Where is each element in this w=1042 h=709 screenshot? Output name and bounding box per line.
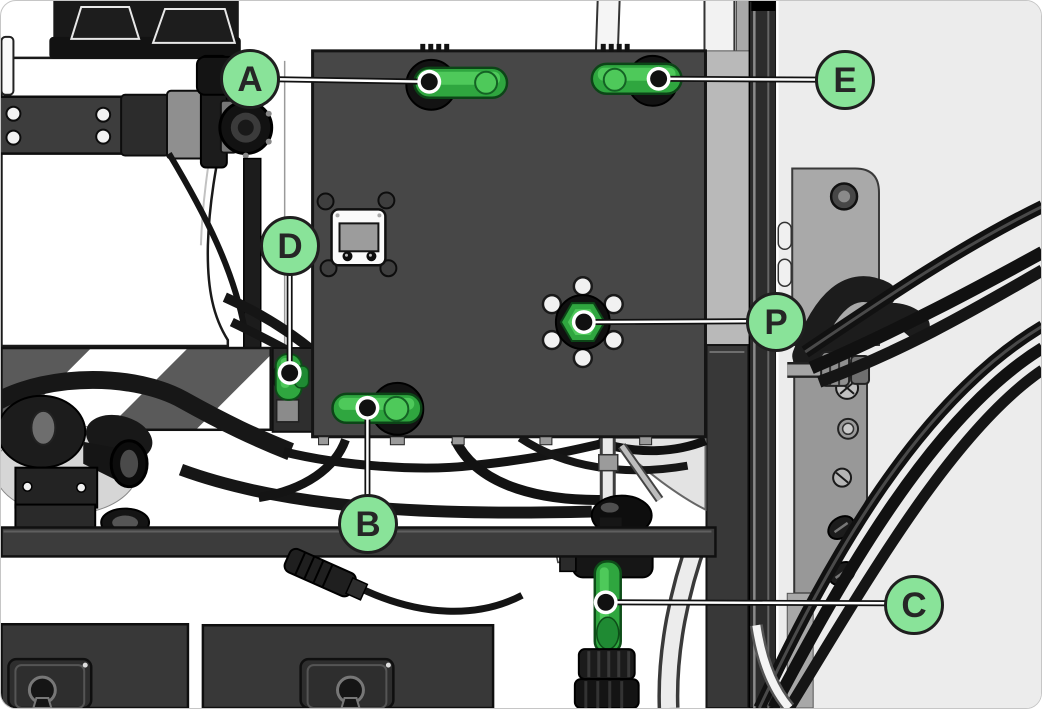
- leader-line-e: [646, 66, 844, 91]
- callout-b: B: [338, 494, 398, 554]
- tank-lid: [49, 1, 241, 59]
- leader-line-p: [571, 310, 775, 335]
- callout-c: C: [884, 575, 944, 635]
- access-panels: [1, 622, 495, 708]
- keyhole-latch-left: [7, 657, 93, 708]
- frame-strip: [704, 50, 752, 708]
- side-pipe: [1, 35, 15, 96]
- keyhole-latch-right: [299, 657, 395, 708]
- control-panel: [311, 43, 707, 446]
- cable-connector: [283, 547, 524, 615]
- panel-top-tabs: [420, 43, 630, 52]
- post-pill: [777, 258, 792, 287]
- hose-bundle: [749, 200, 1041, 708]
- callout-a: A: [220, 49, 280, 109]
- display-faceplate: [316, 191, 398, 278]
- panel-bottom-clips: [318, 436, 653, 446]
- mounting-bar: [1, 89, 212, 160]
- callout-e: E: [815, 50, 875, 110]
- leader-lines: [249, 66, 912, 615]
- callout-d: D: [260, 216, 320, 276]
- post-pill: [777, 221, 792, 251]
- leader-line-c: [593, 590, 912, 615]
- valve-c-assembly: [554, 533, 709, 708]
- display-screen: [338, 222, 380, 253]
- frame-post: [748, 1, 792, 708]
- callout-p: P: [746, 292, 806, 352]
